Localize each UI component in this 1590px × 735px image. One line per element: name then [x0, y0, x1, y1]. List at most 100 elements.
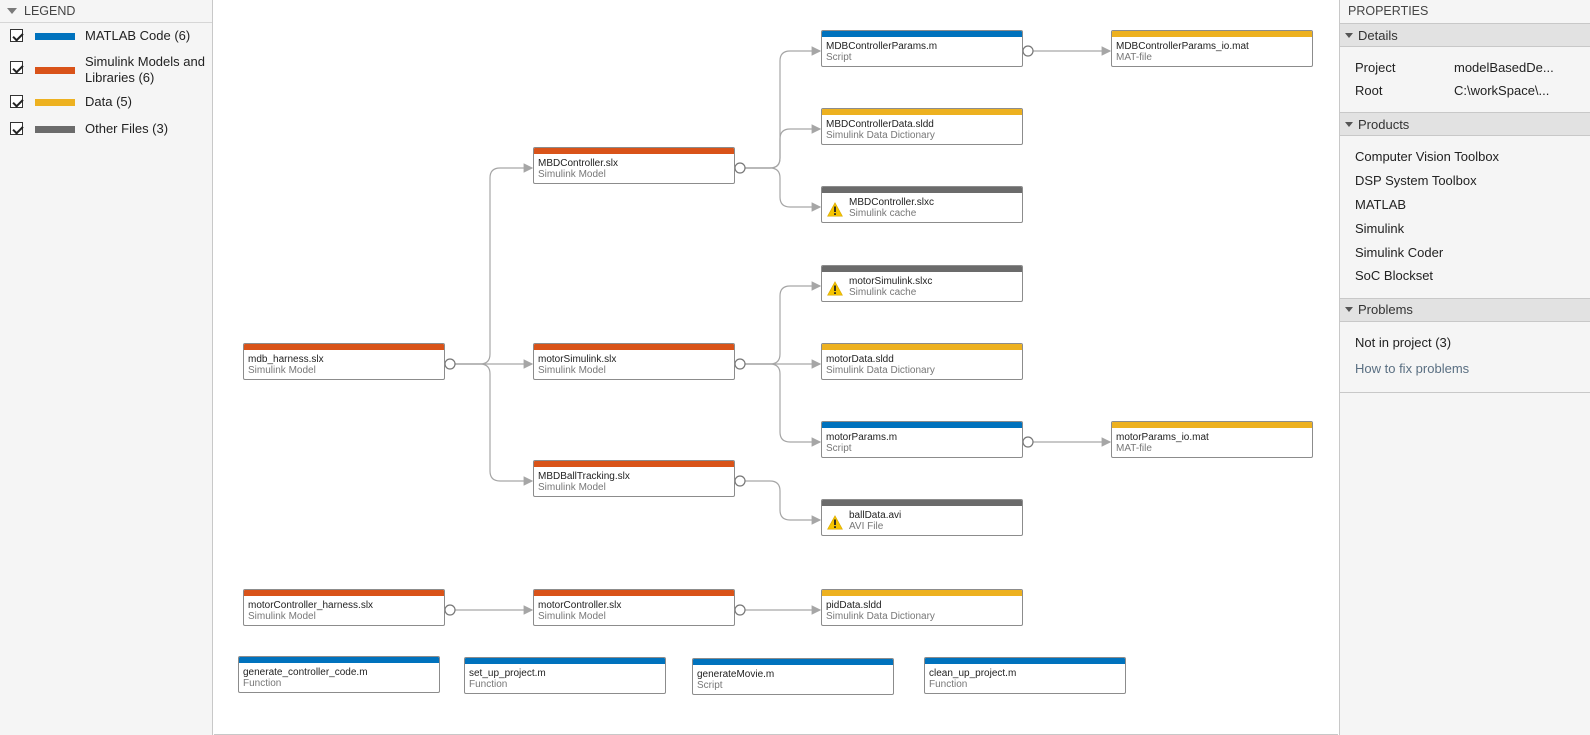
node-file-name: MBDControllerData.sldd [826, 119, 934, 130]
warning-icon [827, 281, 843, 296]
problems-section-header[interactable]: Problems [1340, 297, 1590, 322]
node-category-bar [822, 31, 1022, 37]
legend-checkbox-other-files[interactable] [10, 122, 23, 135]
how-to-fix-problems-link[interactable]: How to fix problems [1355, 361, 1470, 377]
node-file-type: Simulink Model [538, 611, 606, 622]
expand-handle[interactable] [1022, 436, 1034, 448]
node-file-name: MDBControllerParams.m [826, 41, 938, 52]
node-file-type: Simulink Model [248, 611, 316, 622]
node-file-name: MBDBallTracking.slx [538, 471, 630, 482]
products-heading: Products [1358, 116, 1410, 132]
collapse-triangle-icon[interactable] [1345, 307, 1353, 313]
warning-icon [827, 202, 843, 217]
legend-label: MATLAB Code (6) [85, 28, 191, 43]
node-category-bar [822, 266, 1022, 272]
node-file-type: Script [826, 52, 852, 63]
node-file-type: Function [243, 678, 282, 689]
node-file-type: Script [697, 680, 723, 691]
node-file-type: MAT-file [1116, 52, 1152, 63]
node-file-name: motorParams_io.mat [1116, 432, 1209, 443]
collapse-triangle-icon[interactable] [7, 8, 17, 14]
details-heading: Details [1358, 27, 1398, 43]
legend-checkbox-simulink-models[interactable] [10, 61, 23, 74]
node-file-type: Script [826, 443, 852, 454]
node-file-name: mdb_harness.slx [248, 354, 324, 365]
legend-item-data[interactable]: Data (5) [10, 94, 210, 110]
product-item: MATLAB [1355, 196, 1407, 212]
node-category-bar [239, 657, 439, 663]
node-file-name: motorController.slx [538, 600, 622, 611]
dependency-edge [455, 363, 534, 486]
expand-handle[interactable] [734, 475, 746, 487]
product-item: Simulink Coder [1355, 244, 1444, 260]
node-file-type: AVI File [849, 521, 884, 532]
node-file-name: MBDController.slx [538, 158, 619, 169]
dependency-edge [745, 480, 822, 525]
products-section-body: Computer Vision Toolbox DSP System Toolb… [1340, 136, 1590, 298]
node-category-bar [1112, 422, 1312, 428]
node-file-type: Simulink Model [538, 482, 606, 493]
legend-swatch-data [35, 99, 75, 106]
expand-handle[interactable] [444, 604, 456, 616]
node-file-name: generate_controller_code.m [243, 667, 368, 678]
legend-label: Data (5) [85, 94, 132, 109]
legend-item-simulink-models[interactable]: Simulink Models and Libraries (6) [10, 54, 210, 86]
expand-handle[interactable] [734, 162, 746, 174]
expand-handle[interactable] [734, 604, 746, 616]
legend-swatch-matlab-code [35, 33, 75, 40]
legend-item-other-files[interactable]: Other Files (3) [10, 121, 210, 137]
node-category-bar [693, 659, 893, 665]
legend-header[interactable]: LEGEND [0, 0, 212, 23]
node-file-name: motorParams.m [826, 432, 898, 443]
node-file-type: Function [469, 679, 508, 690]
node-file-type: MAT-file [1116, 443, 1152, 454]
root-label: Root [1355, 83, 1383, 98]
legend-swatch-simulink-models [35, 67, 75, 74]
root-value[interactable]: C:\workSpace\... [1454, 83, 1550, 98]
products-section-header[interactable]: Products [1340, 112, 1590, 136]
problems-section-body: Not in project (3) How to fix problems [1340, 322, 1590, 393]
collapse-triangle-icon[interactable] [1345, 121, 1353, 127]
expand-handle[interactable] [1022, 45, 1034, 57]
legend-checkbox-data[interactable] [10, 95, 23, 108]
node-file-type: Simulink cache [849, 208, 917, 219]
node-file-type: Simulink Model [538, 169, 606, 180]
dependency-edges [444, 45, 1112, 616]
node-category-bar [822, 187, 1022, 193]
node-file-type: Simulink Data Dictionary [826, 611, 935, 622]
legend-checkbox-matlab-code[interactable] [10, 29, 23, 42]
collapse-triangle-icon[interactable] [1345, 32, 1353, 38]
node-category-bar [822, 344, 1022, 350]
details-section-header[interactable]: Details [1340, 23, 1590, 47]
expand-handle[interactable] [444, 358, 456, 370]
node-file-type: Simulink Model [248, 365, 316, 376]
node-category-bar [1112, 31, 1312, 37]
product-item: SoC Blockset [1355, 268, 1434, 284]
node-category-bar [822, 109, 1022, 115]
project-value[interactable]: modelBasedDe... [1454, 60, 1554, 75]
legend-item-matlab-code[interactable]: MATLAB Code (6) [10, 28, 210, 44]
details-section-body: Project modelBasedDe... Root C:\workSpac… [1340, 47, 1590, 112]
expand-handle[interactable] [734, 358, 746, 370]
